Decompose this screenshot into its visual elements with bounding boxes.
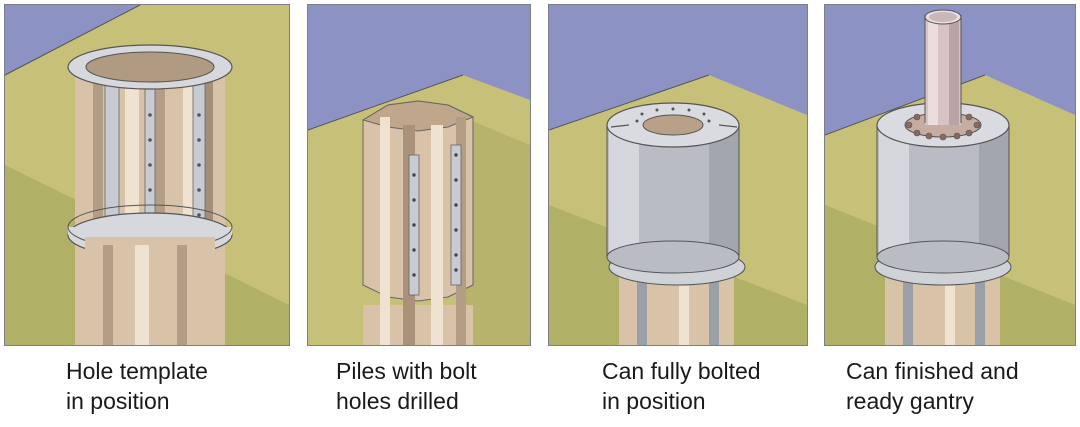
caption-line: holes drilled	[336, 388, 459, 414]
panel-can-bolted	[548, 4, 808, 346]
caption-line: in position	[66, 388, 170, 414]
caption-line: Piles with bolt	[336, 358, 477, 384]
caption-piles-drilled: Piles with bolt holes drilled	[336, 356, 477, 416]
caption-line: Can fully bolted	[602, 358, 761, 384]
caption-line: Hole template	[66, 358, 208, 384]
caption-line: ready gantry	[846, 388, 974, 414]
caption-hole-template: Hole template in position	[66, 356, 208, 416]
caption-can-bolted: Can fully bolted in position	[602, 356, 761, 416]
panel-hole-template	[4, 4, 290, 346]
can-finished-illustration	[825, 5, 1075, 345]
panel-can-finished	[824, 4, 1076, 346]
piles-drilled-illustration	[308, 5, 530, 345]
caption-line: Can finished and	[846, 358, 1019, 384]
caption-can-finished: Can finished and ready gantry	[846, 356, 1019, 416]
can-bolted-illustration	[549, 5, 807, 345]
hole-template-illustration	[5, 5, 289, 345]
caption-line: in position	[602, 388, 706, 414]
panel-piles-drilled	[307, 4, 531, 346]
